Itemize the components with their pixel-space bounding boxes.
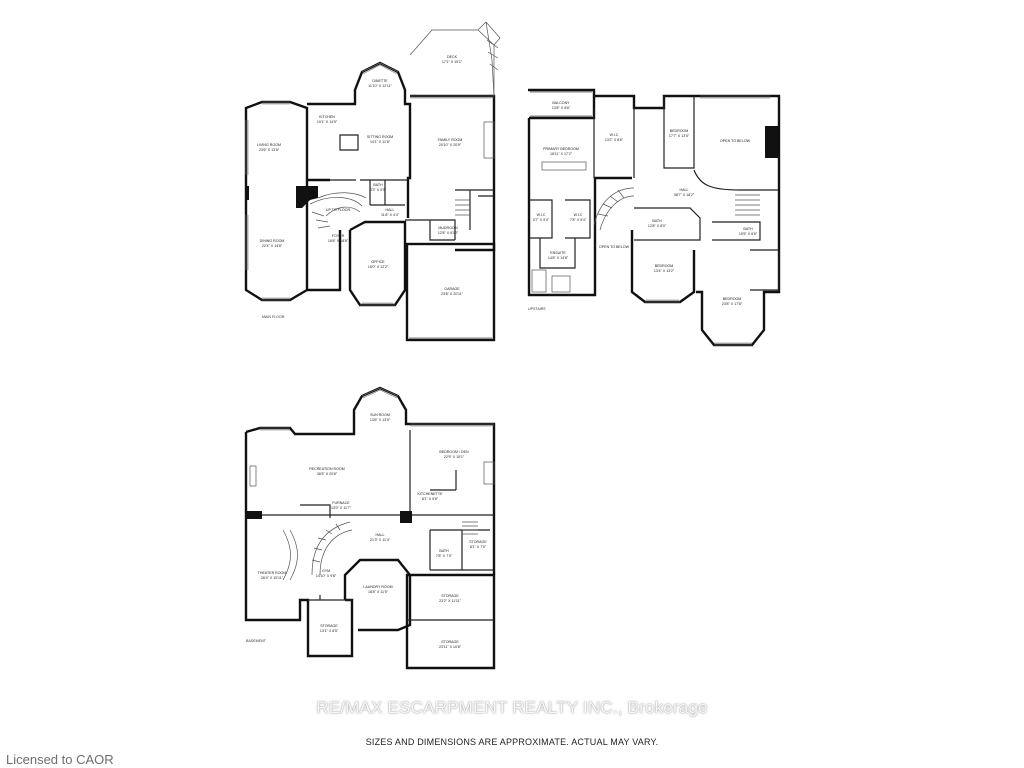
room-dims: 8'1" X 7'0" xyxy=(470,545,487,549)
room-dims: 23'6" X 13'5" xyxy=(259,148,280,152)
room-name: GYM xyxy=(322,569,330,573)
room-name: ENSUITE xyxy=(550,251,566,255)
room-dims: 17'1" X 15'1" xyxy=(442,60,463,64)
room-name: BEDROOM xyxy=(723,297,742,301)
room-dims: 13'6" X 13'0" xyxy=(370,418,391,422)
room-name: RECREATION ROOM xyxy=(309,467,344,471)
room-dims: 7'8" X 7'0" xyxy=(436,554,453,558)
room-name: BATH xyxy=(439,549,449,553)
room-name: GARAGE xyxy=(444,287,460,291)
room-dims: 13'4" X 13'2" xyxy=(654,269,675,273)
room-name: FURNACE xyxy=(332,501,350,505)
dimensions-disclaimer: SIZES AND DIMENSIONS ARE APPROXIMATE. AC… xyxy=(365,737,659,747)
room-name: BATH xyxy=(373,183,383,187)
room-name: DINETTE xyxy=(372,79,388,83)
floor-label-basement: BASEMENT xyxy=(246,639,267,643)
room-name: FAMILY ROOM xyxy=(438,138,463,142)
room-dims: 20'10" X 20'9" xyxy=(439,143,462,147)
brokerage-watermark: RE/MAX ESCARPMENT REALTY INC., Brokerage xyxy=(316,698,708,717)
room-name: THEATER ROOM xyxy=(258,571,287,575)
room-name: SUN ROOM xyxy=(370,413,390,417)
room-dims: 23'8" X 17'8" xyxy=(722,302,743,306)
room-name: STORAGE xyxy=(441,594,459,598)
room-name: STORAGE xyxy=(469,540,487,544)
room-name: BEDROOM xyxy=(670,129,689,133)
room-name: HALL xyxy=(376,533,385,537)
room-name: W.I.C xyxy=(574,213,583,217)
room-dims: 23'8" X 20'11" xyxy=(441,292,464,296)
room-name: BEDROOM / DEN xyxy=(439,450,469,454)
room-name: DECK xyxy=(447,55,458,59)
room-dims: 13'1" X 8'5" xyxy=(320,629,339,633)
room-dims: 18'8" X 11'5" xyxy=(368,590,389,594)
room-name: BATH xyxy=(743,227,753,231)
room-dims: 22'4" X 14'8" xyxy=(262,244,283,248)
room-name: BATH xyxy=(652,219,662,223)
room-dims: 14'1" X 11'8" xyxy=(370,140,391,144)
room-dims: 18'8" X 18'6" xyxy=(328,239,349,243)
room-dims: 18'11" X 17'2" xyxy=(550,152,573,156)
room-dims: 15'5" X 6'6" xyxy=(739,232,758,236)
room-name: MUDROOM xyxy=(438,226,457,230)
room-dims: 7'8" X 5'4" xyxy=(570,218,587,222)
room-dims: 11'10" X 12'11" xyxy=(368,84,392,88)
room-dims: 17'7" X 13'5" xyxy=(669,134,690,138)
room-dims: 8'1" X 5'8" xyxy=(422,497,439,501)
main-floor-plan xyxy=(244,21,501,342)
room-name: KITCHENETTE xyxy=(418,492,444,496)
floor-label-main: MAIN FLOOR xyxy=(262,315,285,319)
room-dims: 38'7" X 18'2" xyxy=(674,193,695,197)
room-name: STORAGE xyxy=(320,624,338,628)
room-dims: 14'10" X 9'8" xyxy=(316,574,337,578)
room-dims: 15'0" X 12'2" xyxy=(368,265,389,269)
floor-label-upstairs: UPSTAIRS xyxy=(528,307,546,311)
room-dims: 26'4" X 15'11" xyxy=(261,576,284,580)
room-name: HALL xyxy=(386,208,395,212)
room-dims: 12'8" X 6'10" xyxy=(438,231,459,235)
room-name: STORAGE xyxy=(441,640,459,644)
room-dims: 5'7" X 5'4" xyxy=(533,218,550,222)
room-dims: 14'8" X 14'8" xyxy=(548,256,569,260)
room-name: LIVING ROOM xyxy=(257,143,281,147)
room-name: W.I.C xyxy=(610,133,619,137)
room-dims: 21'3" X 11'4" xyxy=(370,538,391,542)
room-name: OFFICE xyxy=(371,260,385,264)
room-dims: 6'3" X 5'0" xyxy=(370,188,387,192)
room-name: FOYER xyxy=(332,234,345,238)
room-name: OPEN TO BELOW xyxy=(599,245,630,249)
room-dims: 13'0" X 11'7" xyxy=(331,506,352,510)
room-dims: 23'2" X 11'11" xyxy=(439,599,461,603)
room-dims: 11'8" X 4'4" xyxy=(381,213,400,217)
room-dims: 12'8" X 8'0" xyxy=(648,224,667,228)
room-name: BEDROOM xyxy=(655,264,674,268)
license-notice: Licensed to CAOR xyxy=(6,752,114,767)
basement-plan xyxy=(244,386,496,670)
room-dims: 13'2" X 8'6" xyxy=(605,138,624,142)
room-name: KITCHEN xyxy=(319,115,335,119)
room-dims: 19'1" X 14'5" xyxy=(317,120,338,124)
room-dims: 13'8" X 6'6" xyxy=(552,106,571,110)
room-name: W.I.C xyxy=(537,213,546,217)
room-name: BALCONY xyxy=(552,101,570,105)
room-name: DINING ROOM xyxy=(260,239,285,243)
room-name: OPEN TO BELOW xyxy=(720,139,751,143)
room-name: HALL xyxy=(680,188,689,192)
room-name: PRIMARY BEDROOM xyxy=(543,147,579,151)
upstairs-plan xyxy=(527,88,781,347)
room-name: SITTING ROOM xyxy=(367,135,393,139)
room-name: LAUNDRY ROOM xyxy=(363,585,392,589)
room-dims: 36'5" X 20'8" xyxy=(317,472,338,476)
room-name: UP TO FLOOR xyxy=(326,208,351,212)
room-dims: 23'11" X 10'8" xyxy=(439,645,462,649)
room-dims: 22'9" X 15'1" xyxy=(444,455,465,459)
